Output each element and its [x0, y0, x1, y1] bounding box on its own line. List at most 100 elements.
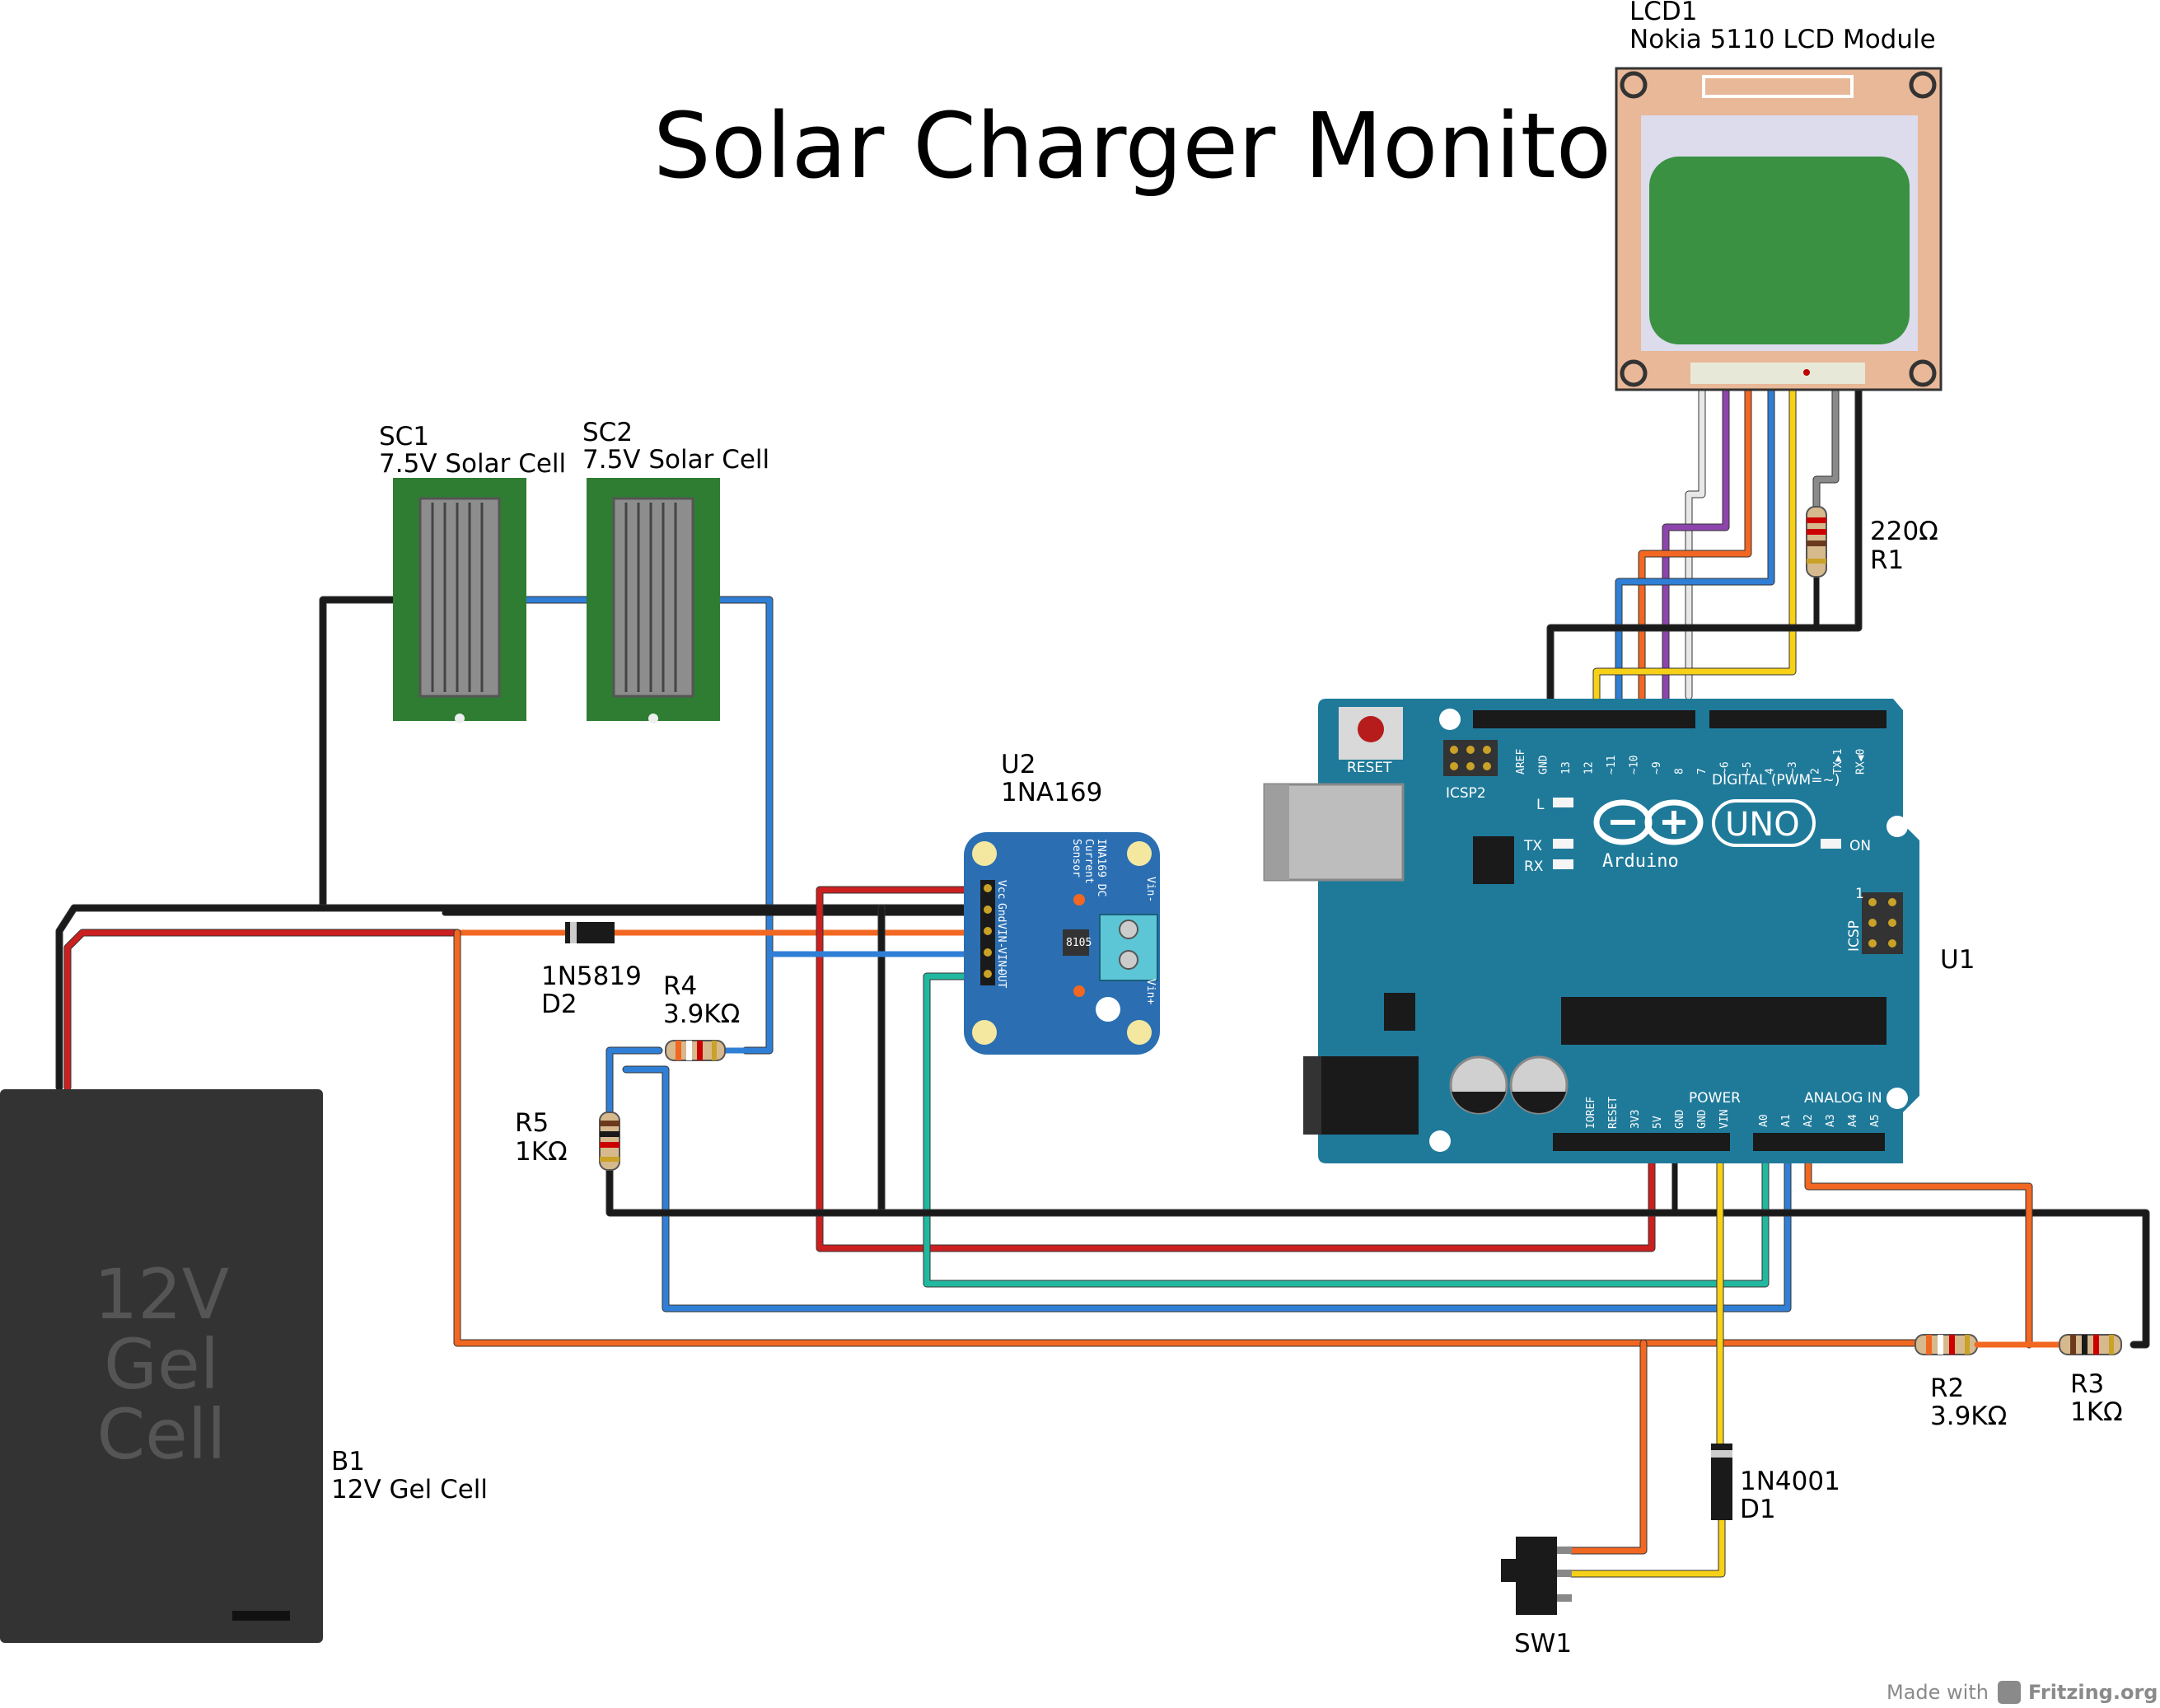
digital-pin-label-4: ~11 — [1606, 756, 1618, 774]
wire-lcd-blue — [1615, 367, 1774, 720]
wire-battery-positive — [64, 929, 461, 1091]
ina-pin-vcc: Vcc — [995, 880, 1008, 899]
arduino-reset-label: RESET — [1347, 760, 1392, 776]
footer-made-with: Made with — [1886, 1681, 1989, 1704]
power-pin-label-0: IOREF — [1585, 1097, 1597, 1129]
r3-value: 1KΩ — [2070, 1397, 2123, 1427]
u1-ref: U1 — [1940, 945, 1975, 975]
wire-lcd-white — [1685, 367, 1705, 700]
footer: Made with Fritzing.org — [1886, 1681, 2158, 1704]
icsp2-label: ICSP2 — [1446, 785, 1486, 802]
ina-board-text-2: Current — [1082, 839, 1095, 884]
ina-pin-right-vinminus: Vin- — [1144, 877, 1157, 902]
switch-sw1: SW1 — [1501, 1537, 1572, 1659]
power-pin-label-1: RESET — [1607, 1097, 1620, 1129]
ina-board-text-1: INA169 DC — [1095, 839, 1107, 896]
digital-pin-label-13: 2 — [1810, 768, 1822, 774]
resistor-r4: R4 3.9KΩ — [663, 971, 740, 1061]
power-pin-label-3: 5V — [1652, 1116, 1664, 1129]
battery-b1: 12V Gel Cell B1 12V Gel Cell — [0, 1089, 488, 1643]
r2-value: 3.9KΩ — [1930, 1401, 2007, 1431]
diode-d1: 1N4001 D1 — [1711, 1444, 1840, 1524]
analog-pin-label-3: A3 — [1825, 1114, 1837, 1127]
digital-pin-label-3: 12 — [1583, 761, 1596, 774]
analog-label: ANALOG IN — [1804, 1090, 1882, 1107]
digital-pin-label-7: 8 — [1674, 768, 1686, 774]
digital-label: DIGITAL (PWM=~) — [1712, 772, 1840, 788]
wire-lcd-yellow — [1593, 367, 1796, 720]
digital-pin-label-14: TX▶1 — [1832, 749, 1844, 774]
d1-ref: D1 — [1740, 1495, 1776, 1524]
resistor-r3: R3 1KΩ — [2059, 1334, 2123, 1427]
digital-pin-label-5: ~10 — [1629, 756, 1641, 774]
d1-name: 1N4001 — [1740, 1467, 1840, 1496]
footer-brand: Fritzing.org — [2028, 1681, 2158, 1704]
ina169-board: 8105 INA169 DC Current Sensor Vcc Gnd VI… — [964, 750, 1160, 1055]
sw1-ref: SW1 — [1514, 1629, 1572, 1659]
ina-pin-right-vinplus: Vin+ — [1144, 979, 1157, 1004]
r4-ref: R4 — [663, 971, 697, 1001]
analog-pin-label-1: A1 — [1780, 1114, 1793, 1127]
icsp-label: ICSP — [1846, 920, 1863, 952]
power-pin-label-2: 3V3 — [1629, 1110, 1642, 1129]
uno-label: UNO — [1725, 806, 1800, 844]
r4-value: 3.9KΩ — [663, 999, 740, 1029]
battery-body-line-3: Cell — [96, 1394, 226, 1475]
arduino-logo-icon — [1593, 799, 1704, 845]
sc1-name: 7.5V Solar Cell — [379, 449, 566, 479]
power-pin-label-6: VIN — [1718, 1110, 1731, 1129]
lcd-module: LCD1 Nokia 5110 LCD Module — [1615, 0, 1943, 391]
power-label: POWER — [1689, 1090, 1741, 1107]
wire-lcd-gnd — [1547, 367, 1862, 720]
ina-chip-text: 8105 — [1066, 937, 1092, 949]
digital-pin-label-0: AREF — [1515, 749, 1527, 774]
u2-name: 1NA169 — [1001, 778, 1102, 807]
u2-ref: U2 — [1001, 750, 1036, 779]
ina-board-text-3: Sensor — [1070, 839, 1082, 877]
wire-d1-switch — [1569, 1517, 1725, 1577]
r2-ref: R2 — [1930, 1373, 1964, 1403]
diode-d2: 1N5819 D2 — [541, 922, 642, 1019]
wire-battery-negative — [56, 905, 992, 1091]
icsp-pin1-label: 1 — [1855, 886, 1864, 902]
sc2-name: 7.5V Solar Cell — [582, 445, 769, 475]
b1-ref: B1 — [331, 1447, 365, 1476]
r5-value: 1KΩ — [515, 1137, 568, 1167]
wires — [55, 367, 2150, 1578]
wire-lcd-purple — [1662, 367, 1729, 720]
wire-r4-a1 — [623, 1066, 1791, 1312]
resistor-r2: R2 3.9KΩ — [1915, 1334, 2007, 1431]
d2-ref: D2 — [541, 990, 577, 1019]
wire-a2-divider — [1805, 1142, 2032, 1348]
digital-pin-label-11: 4 — [1765, 768, 1777, 774]
digital-pin-label-8: 7 — [1696, 768, 1709, 774]
ina-pin-out: OUT — [995, 969, 1008, 989]
r3-ref: R3 — [2070, 1369, 2104, 1399]
wire-gnd-bus — [606, 1167, 2149, 1348]
digital-pin-label-12: ~3 — [1787, 761, 1799, 774]
wire-battery-r2 — [454, 929, 1919, 1346]
resistor-r1: 220Ω R1 — [1806, 506, 1938, 578]
digital-pin-label-15: RX◀0 — [1855, 749, 1868, 774]
d2-name: 1N5819 — [541, 962, 642, 991]
r5-ref: R5 — [515, 1108, 549, 1138]
analog-pin-label-0: A0 — [1758, 1114, 1770, 1127]
led-l-label: L — [1536, 797, 1545, 813]
wire-switch-battery — [1569, 1340, 1647, 1554]
b1-name: 12V Gel Cell — [331, 1475, 488, 1504]
wire-ina-out-a0 — [923, 973, 1769, 1287]
digital-pin-label-1: GND — [1538, 755, 1550, 774]
analog-pin-label-4: A4 — [1847, 1114, 1859, 1127]
wire-sc2-positive — [701, 597, 773, 1054]
ina-pin-vinplus: VIN+ — [995, 948, 1008, 973]
ina-pin-gnd: Gnd — [995, 903, 1008, 922]
digital-pin-label-6: ~9 — [1651, 761, 1663, 774]
wire-lcd-gray — [1813, 367, 1839, 510]
ina-pin-vinminus: VIN- — [995, 923, 1008, 948]
sc1-ref: SC1 — [379, 422, 429, 452]
lcd-name: Nokia 5110 LCD Module — [1629, 25, 1936, 54]
